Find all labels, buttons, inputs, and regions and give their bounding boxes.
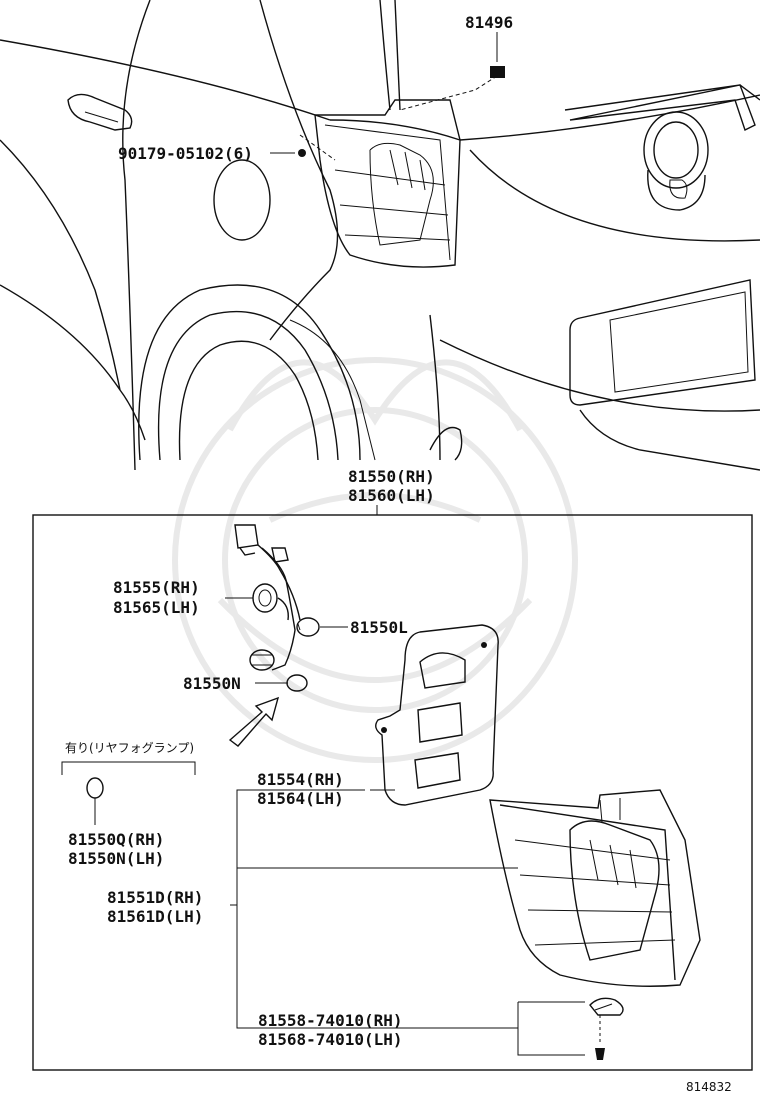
part-label-81558-rh: 81558-74010(RH) [258, 1011, 403, 1030]
fog-bulb [86, 777, 104, 825]
part-label-81550N: 81550N [183, 674, 241, 693]
part-label-81496: 81496 [465, 13, 513, 32]
part-label-81550Q-rh: 81550Q(RH) [68, 830, 164, 849]
bracket-81558 [589, 997, 624, 1060]
part-label-81561D-lh: 81561D(LH) [107, 907, 203, 926]
diagram-id: 814832 [686, 1080, 732, 1094]
bulb-81550L [296, 617, 320, 637]
part-label-81551D-rh: 81551D(RH) [107, 888, 203, 907]
fog-lamp-note: 有り(リヤフォグランプ) [65, 741, 194, 755]
gasket-81554 [375, 624, 499, 806]
part-label-81565-lh: 81565(LH) [113, 598, 200, 617]
part-label-81550-rh: 81550(RH) [348, 467, 435, 486]
part-label-81554-rh: 81554(RH) [257, 770, 344, 789]
part-label-81560-lh: 81560(LH) [348, 486, 435, 505]
vehicle-rear-illustration [0, 0, 760, 471]
exploded-view-frame [32, 514, 753, 1071]
tail-lamp-81551D [489, 789, 701, 987]
part-label-90179: 90179-05102(6) [118, 144, 253, 163]
part-label-81564-lh: 81564(LH) [257, 789, 344, 808]
part-label-81550L: 81550L [350, 618, 408, 637]
part-label-81555-rh: 81555(RH) [113, 578, 200, 597]
part-label-81568-lh: 81568-74010(LH) [258, 1030, 403, 1049]
insert-direction-arrow [228, 696, 280, 747]
part-label-81550N-lh: 81550N(LH) [68, 849, 164, 868]
watermark-emblem [172, 357, 578, 763]
